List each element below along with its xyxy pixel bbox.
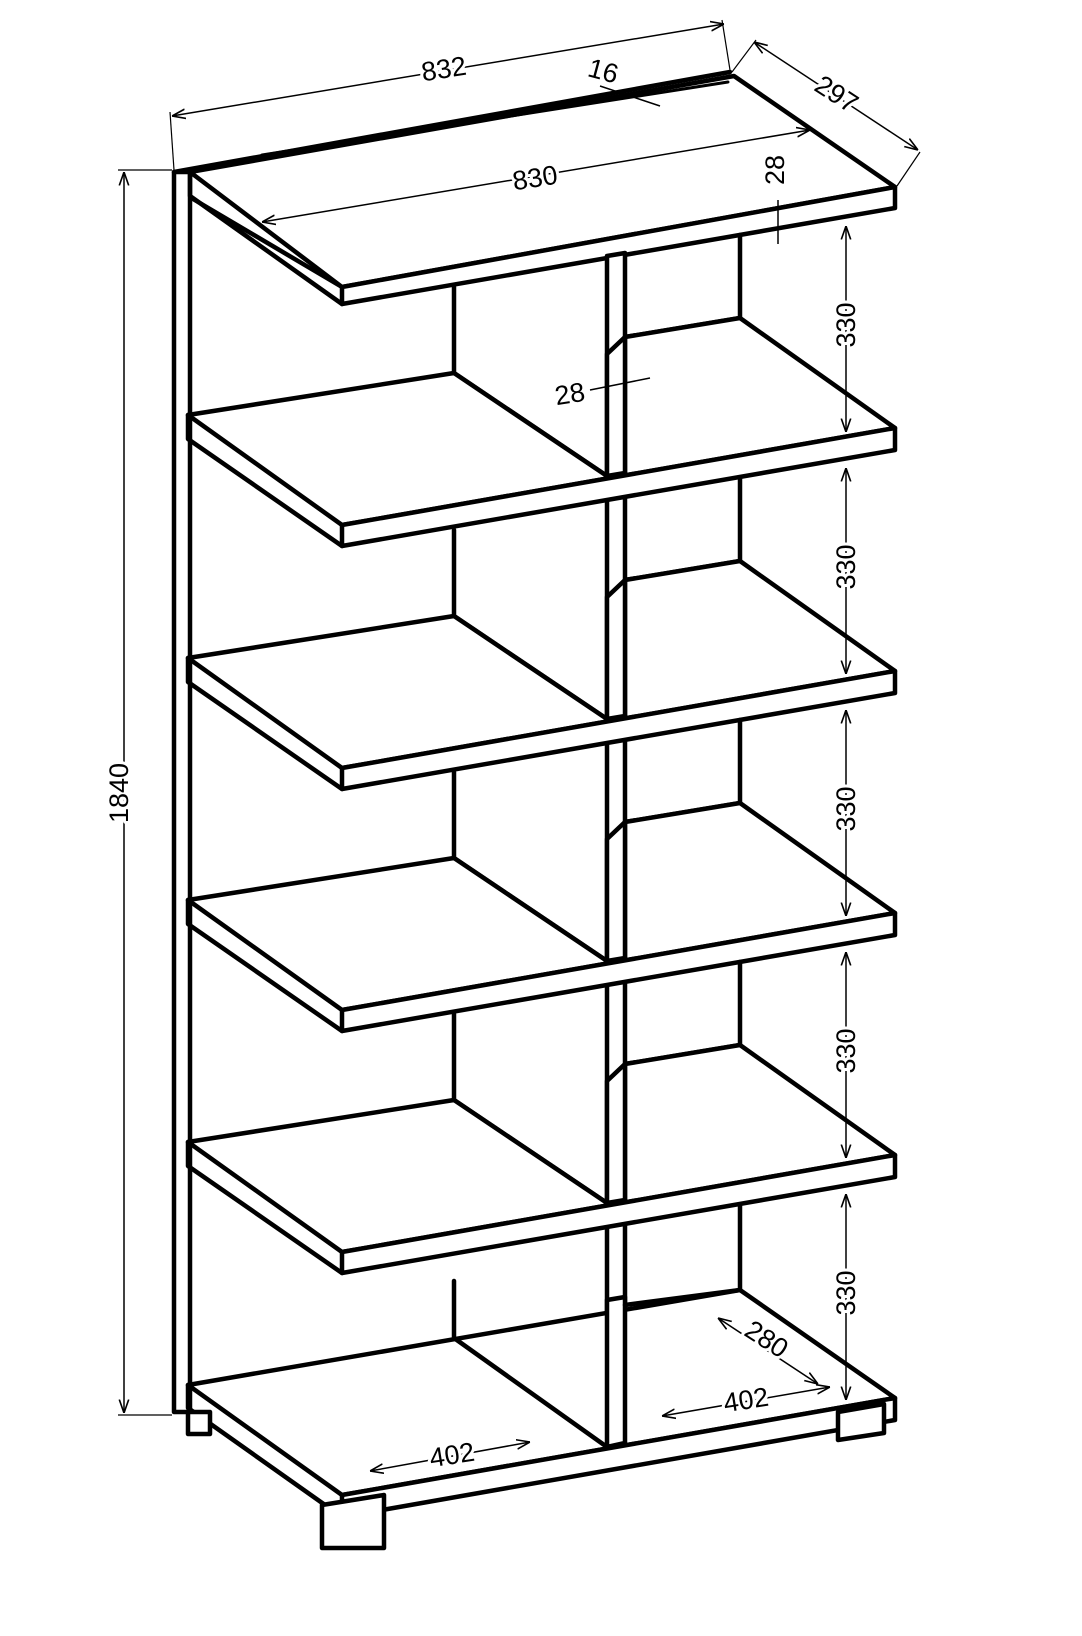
- shelves: [185, 232, 898, 1276]
- width-830-line: [262, 130, 810, 222]
- inner-depth-280-line: [718, 1318, 818, 1384]
- dimension-lines: [118, 19, 921, 1471]
- depth-297-line: [754, 42, 918, 150]
- shelf-4: [185, 959, 898, 1276]
- label-compartment-height-1: 330: [831, 302, 861, 347]
- bottom-base: [185, 1203, 898, 1551]
- foot-back-left: [185, 1409, 213, 1437]
- shelf-3: [185, 717, 898, 1034]
- width-832-line: [172, 24, 724, 116]
- gap-16-leader: [599, 85, 661, 107]
- label-depth-297: 297: [809, 69, 863, 119]
- left-width-402-line: [370, 1442, 530, 1471]
- shelf-2: [185, 475, 898, 792]
- foot-front-left: [319, 1492, 387, 1551]
- foot-front-right: [835, 1401, 887, 1443]
- label-top-thickness-28: 28: [760, 155, 790, 185]
- divider-28-leader: [589, 377, 651, 391]
- shelf-1: [185, 232, 898, 549]
- label-divider-28: 28: [553, 377, 587, 411]
- label-compartment-height-4: 330: [831, 1028, 861, 1073]
- label-height-1840: 1840: [104, 763, 134, 823]
- right-width-402-line: [662, 1387, 830, 1416]
- label-compartment-height-3: 330: [831, 786, 861, 831]
- label-gap-16: 16: [585, 53, 622, 90]
- label-compartment-height-5: 330: [831, 1270, 861, 1315]
- label-width-832: 832: [419, 51, 468, 88]
- label-compartment-height-2: 330: [831, 544, 861, 589]
